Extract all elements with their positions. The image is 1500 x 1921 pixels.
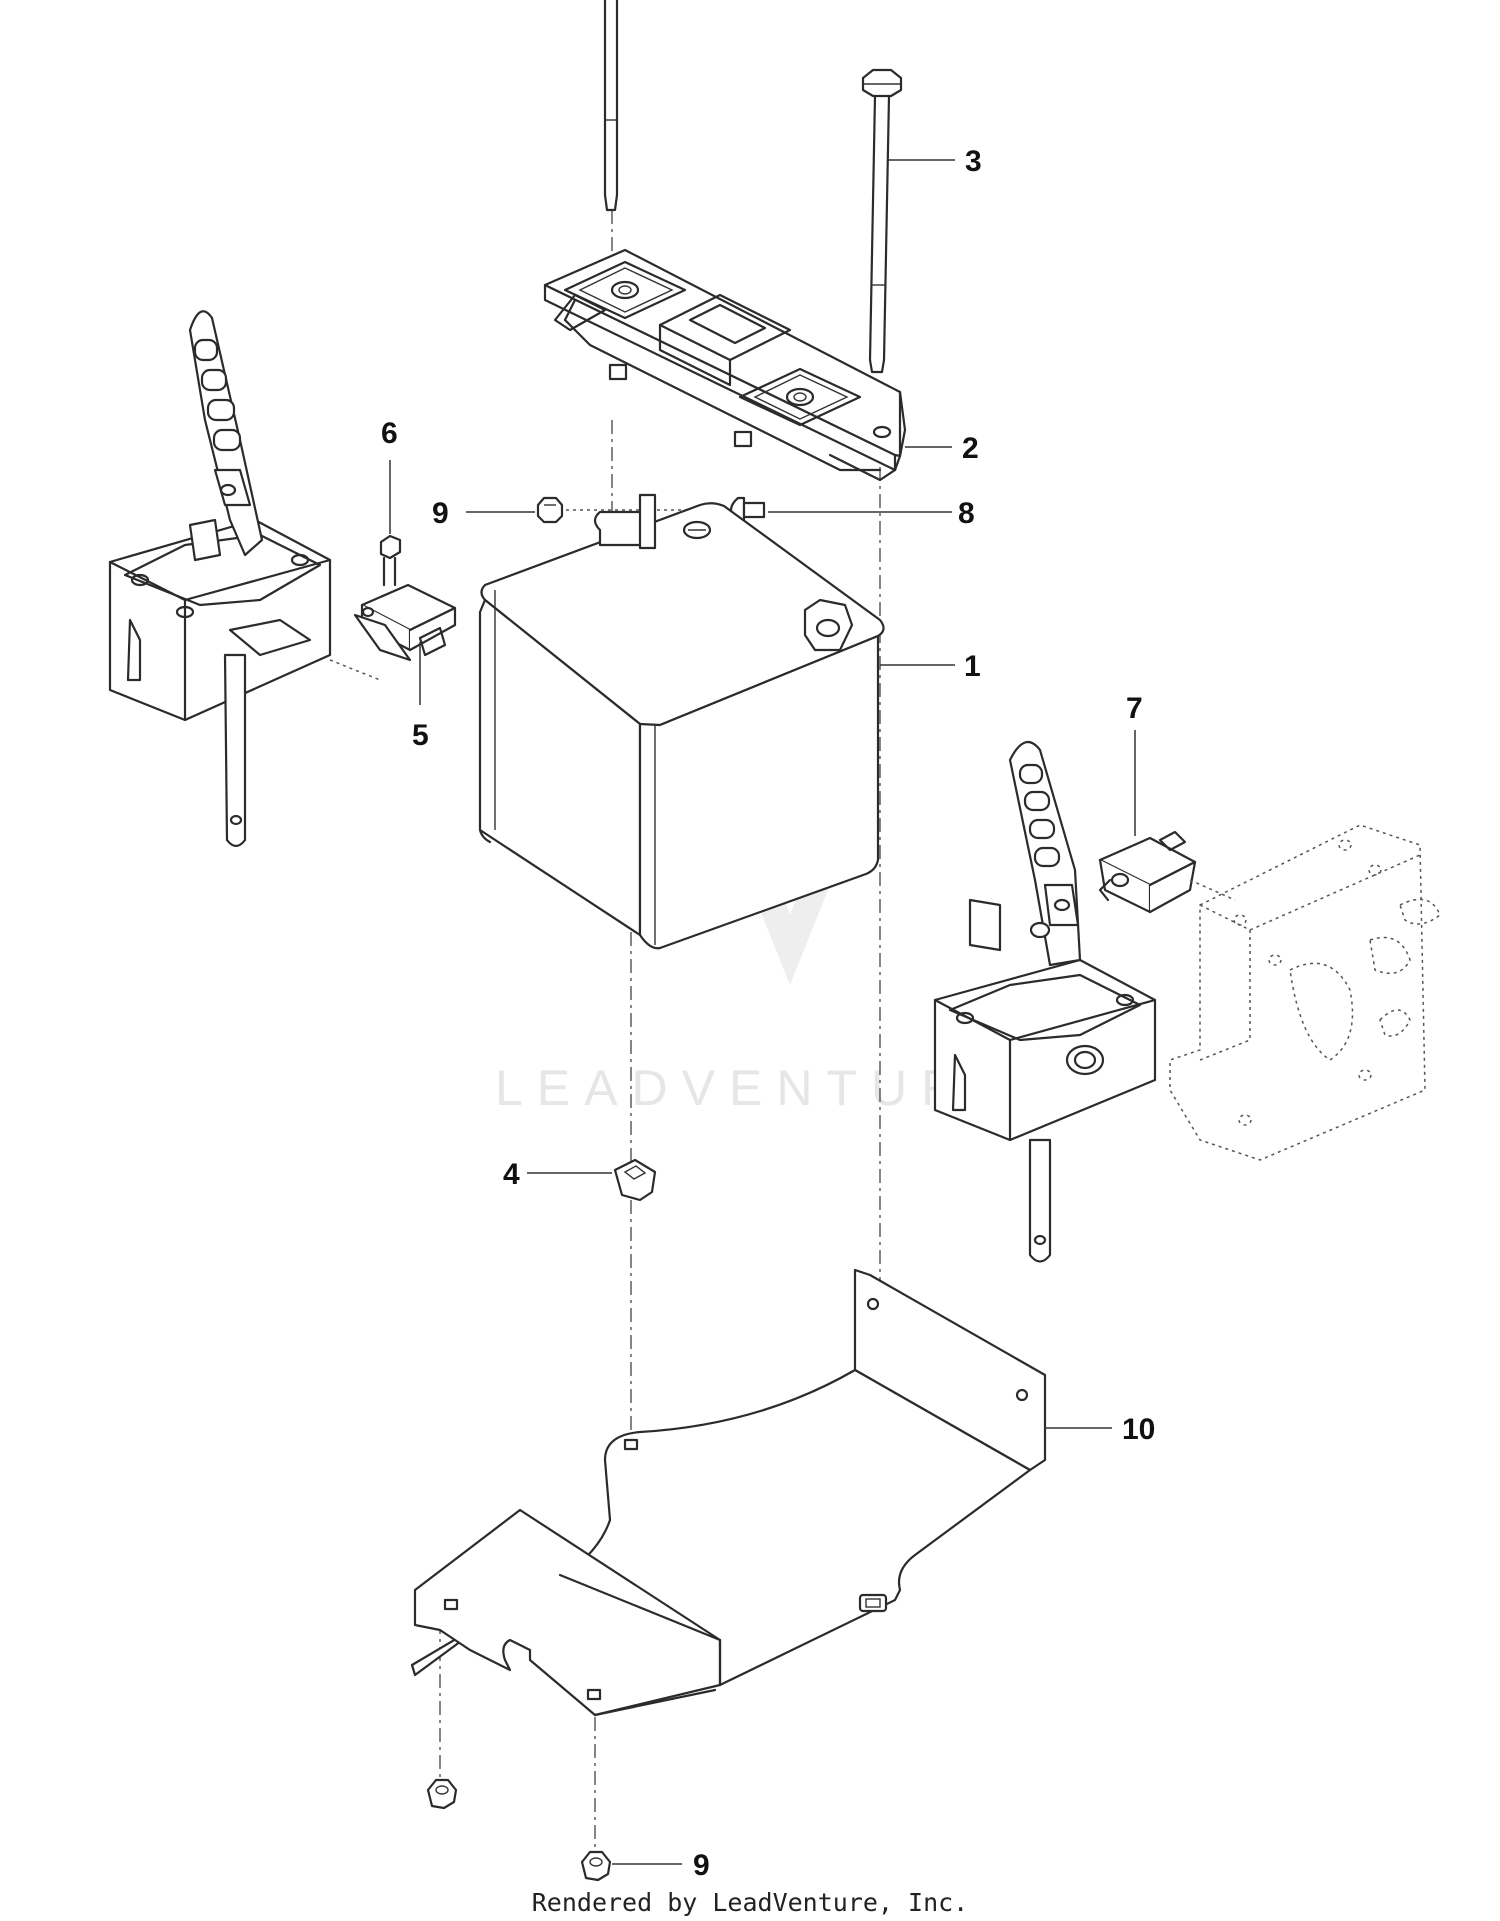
part-3-bolt <box>861 68 903 374</box>
part-1-battery <box>478 493 885 950</box>
callout-4: 4 <box>503 1158 520 1191</box>
part-9-nut-bottom <box>580 1850 612 1882</box>
callout-5: 5 <box>412 719 429 752</box>
left-control-lever-assembly <box>108 310 332 848</box>
right-control-lever-assembly <box>933 740 1157 1263</box>
callout-8: 8 <box>958 497 975 530</box>
watermark-text: LEADVENTURE <box>495 1060 1019 1116</box>
footer-credit: Rendered by LeadVenture, Inc. <box>531 1888 969 1917</box>
stud-rod <box>603 0 619 212</box>
nut-bottom-left <box>426 1778 458 1810</box>
part-7-switch <box>1098 830 1197 914</box>
callout-7: 7 <box>1126 692 1143 725</box>
callout-3: 3 <box>965 145 982 178</box>
leader-lines <box>389 159 1136 1865</box>
part-6-screw <box>379 534 402 587</box>
part-9-nut-top <box>536 496 564 524</box>
callout-9-bottom: 9 <box>693 1849 710 1882</box>
part-4-cage-nut <box>613 1158 657 1202</box>
part-5-switch <box>353 583 457 662</box>
callout-9-top: 9 <box>432 497 449 530</box>
mounting-plate-reference <box>1169 824 1441 1161</box>
callout-1: 1 <box>964 650 981 683</box>
callout-10: 10 <box>1122 1413 1155 1446</box>
callout-2: 2 <box>962 432 979 465</box>
callout-labels: 3 2 9 8 6 1 5 7 4 10 9 <box>381 145 1155 1882</box>
callout-6: 6 <box>381 417 398 450</box>
part-2-hold-down-bracket <box>543 248 907 482</box>
part-10-battery-tray <box>410 1268 1047 1717</box>
